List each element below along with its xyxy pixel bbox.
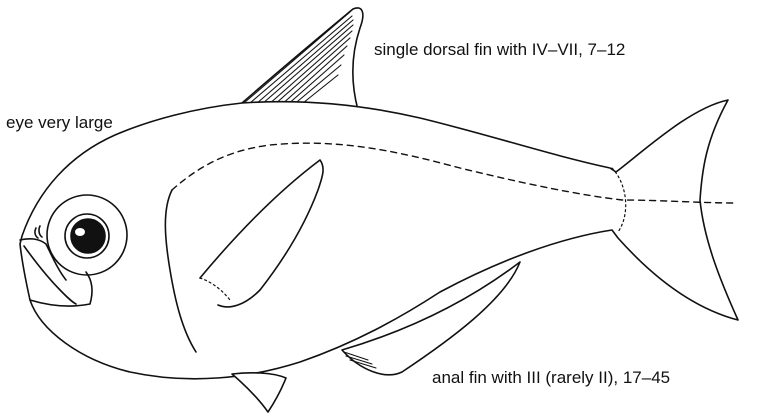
fish-body-outline (20, 100, 738, 379)
pelvic-fin (232, 373, 286, 412)
eye-label: eye very large (6, 113, 113, 133)
dorsal-fin (242, 8, 363, 110)
dorsal-fin-label: single dorsal fin with IV–VII, 7–12 (374, 40, 625, 60)
eye-pupil (71, 219, 105, 253)
eye-highlight (75, 228, 85, 236)
anal-fin-label: anal fin with III (rarely II), 17–45 (432, 368, 670, 388)
